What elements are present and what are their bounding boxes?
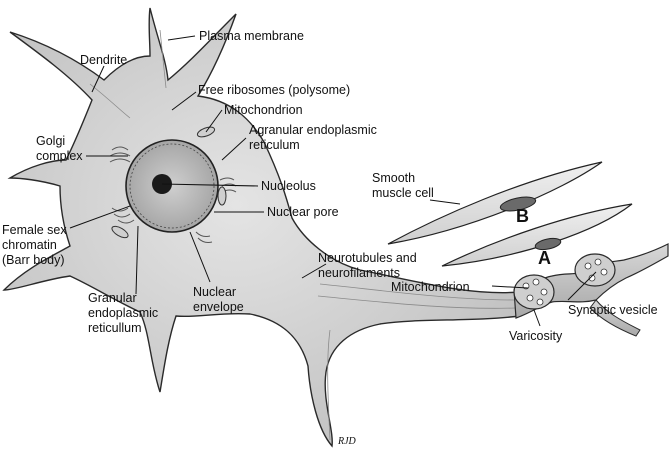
neuron-body — [2, 7, 521, 448]
label-golgi-1: Golgi — [36, 134, 65, 148]
label-female-sex-1: Female sex — [2, 223, 67, 237]
label-female-sex-3: (Barr body) — [2, 253, 65, 267]
nucleus — [109, 126, 237, 243]
label-golgi-2: complex — [36, 149, 83, 163]
varicosity-2 — [574, 253, 616, 287]
label-granular-er-3: reticullum — [88, 321, 142, 335]
label-granular-er-2: endoplasmic — [88, 306, 158, 320]
label-nuclear-pore: Nuclear pore — [267, 205, 339, 219]
label-mitochondrion-top: Mitochondrion — [224, 103, 303, 117]
muscle-cell-b — [387, 161, 603, 245]
label-dendrite: Dendrite — [80, 53, 127, 67]
label-agranular-er-1: Agranular endoplasmic — [249, 123, 377, 137]
muscle-cell-a — [441, 203, 633, 267]
label-neurotubules-1: Neurotubules and — [318, 251, 417, 265]
label-plasma-membrane: Plasma membrane — [199, 29, 304, 43]
artist-signature: RJD — [337, 436, 357, 447]
label-female-sex-2: chromatin — [2, 238, 57, 252]
varicosities — [513, 253, 616, 310]
label-smooth-muscle-1: Smooth — [372, 171, 415, 185]
labels: Plasma membrane Dendrite Free ribosomes … — [2, 29, 658, 447]
label-nuclear-envelope-1: Nuclear — [193, 285, 236, 299]
label-nucleolus: Nucleolus — [261, 179, 316, 193]
label-granular-er-1: Granular — [88, 291, 137, 305]
label-marker-a: A — [538, 248, 551, 268]
label-free-ribosomes: Free ribosomes (polysome) — [198, 83, 350, 97]
label-varicosity: Varicosity — [509, 329, 563, 343]
smooth-muscle-cells — [387, 161, 633, 267]
label-marker-b: B — [516, 206, 529, 226]
label-neurotubules-2: neurofilaments — [318, 266, 400, 280]
label-nuclear-envelope-2: envelope — [193, 300, 244, 314]
label-agranular-er-2: reticulum — [249, 138, 300, 152]
leader-lines — [69, 35, 597, 327]
label-smooth-muscle-2: muscle cell — [372, 186, 434, 200]
label-synaptic-vesicle: Synaptic vesicle — [568, 303, 658, 317]
label-mitochondrion-bottom: Mitochondrion — [391, 280, 470, 294]
